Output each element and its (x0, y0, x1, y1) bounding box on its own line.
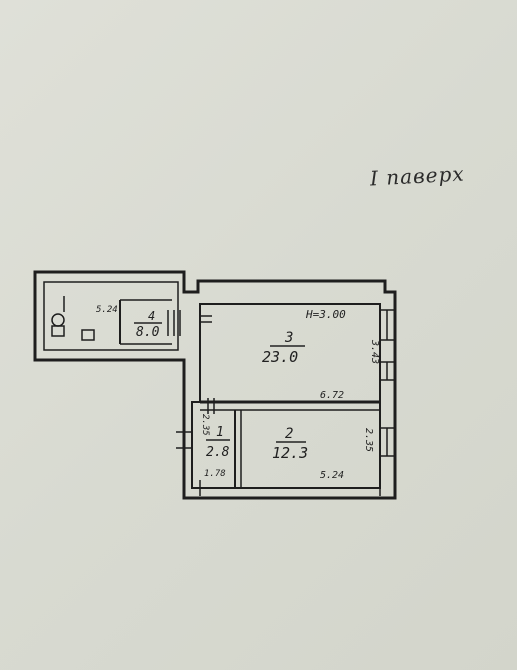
height-note: H=3.00 (305, 308, 346, 321)
room-3-area: 23.0 (262, 348, 298, 366)
room-4-area: 8.0 (136, 325, 160, 340)
annex-inner-wall (43, 281, 179, 351)
room-2-number: 2 (285, 426, 293, 442)
shower-fixture (81, 329, 95, 341)
room-3-number: 3 (284, 330, 293, 346)
toilet-fixture (51, 313, 65, 327)
sink-fixture (51, 325, 65, 337)
annex-outer-wall (33, 270, 397, 500)
room-1-width: 1.78 (204, 469, 226, 479)
window-marks (167, 309, 395, 496)
room-4-number: 4 (148, 309, 155, 323)
room-3-width: 6.72 (320, 390, 344, 401)
room-2-area: 12.3 (272, 444, 308, 462)
room-1-number: 1 (216, 425, 224, 440)
room-2-width: 5.24 (320, 470, 344, 481)
room-4-width: 5.24 (96, 305, 118, 315)
room-1-area: 2.8 (206, 445, 230, 460)
room-2-depth: 2.35 (363, 428, 374, 452)
room-3-depth: 3.43 (369, 339, 380, 364)
room-1-depth: 2.35 (200, 414, 210, 436)
